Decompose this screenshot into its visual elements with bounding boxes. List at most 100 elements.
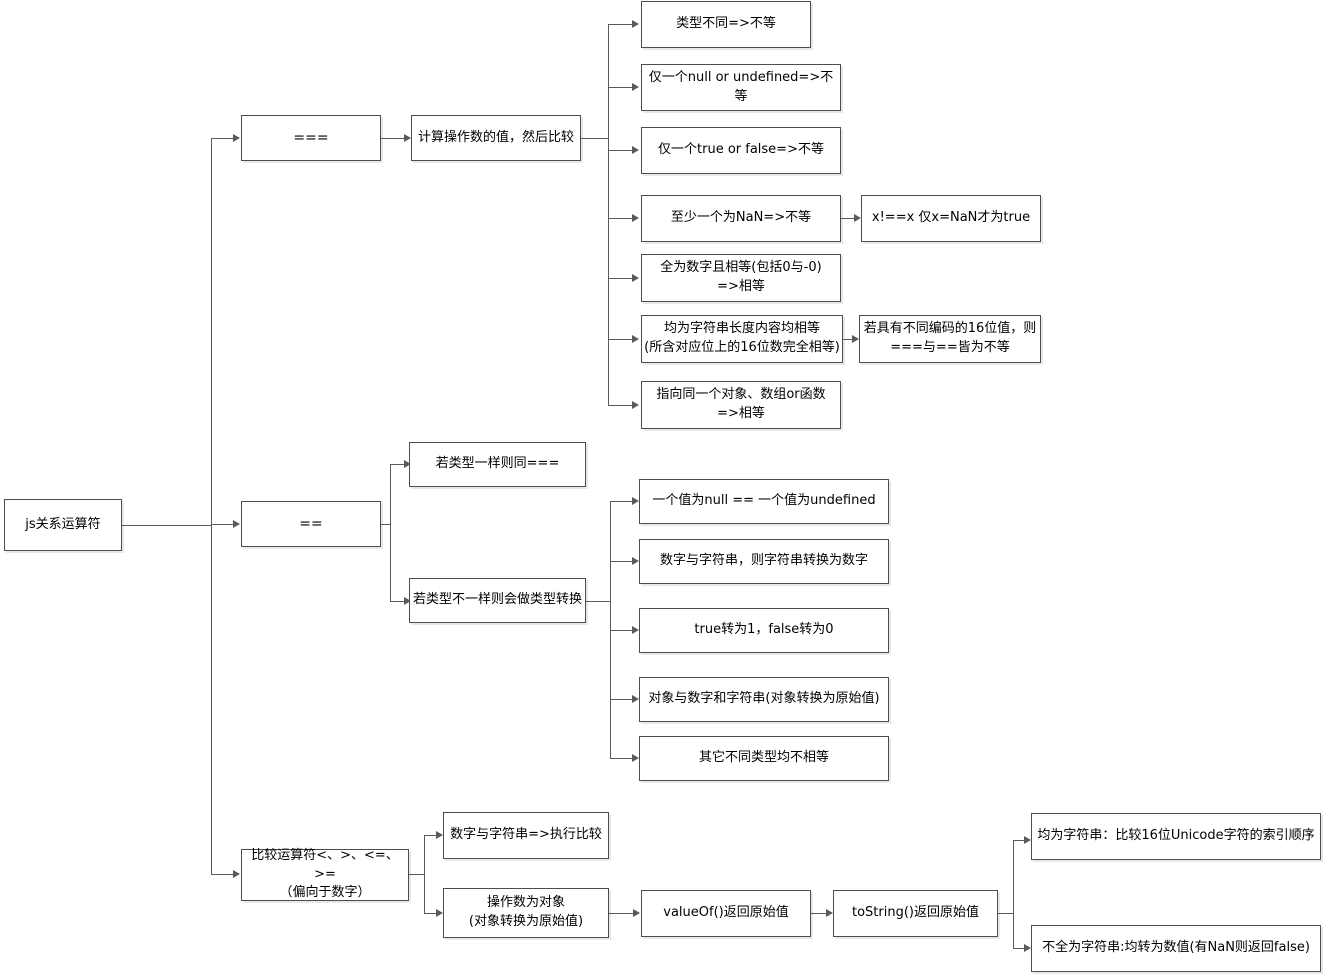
connector-tostring-to-fan xyxy=(998,913,1013,914)
arrow-conv-3 xyxy=(632,626,639,634)
connector-loose-to-fan xyxy=(381,524,390,525)
connector-trunk-to-comparison xyxy=(211,874,233,875)
connector-fan-rule-1 xyxy=(608,24,632,25)
node-conv-bool-number[interactable]: true转为1，false转为0 xyxy=(639,608,889,653)
node-rule-strings-equal[interactable]: 均为字符串长度内容均相等 (所含对应位上的16位数完全相等) xyxy=(641,315,843,363)
node-number-string-compare[interactable]: 数字与字符串=>执行比较 xyxy=(443,812,609,859)
node-conv-bool-number-label: true转为1，false转为0 xyxy=(694,622,834,638)
arrow-conv-5 xyxy=(632,754,639,762)
node-value-of-label: valueOf()返回原始值 xyxy=(663,905,789,921)
node-rule-type-diff-label: 类型不同=>不等 xyxy=(676,16,776,32)
connector-nan-to-note xyxy=(841,218,854,219)
connector-main-trunk xyxy=(211,138,212,875)
connector-fan-rule-5 xyxy=(608,278,632,279)
connector-fan-rule-7 xyxy=(608,405,632,406)
node-conv-number-string[interactable]: 数字与字符串，则字符串转换为数字 xyxy=(639,539,889,584)
node-number-string-compare-label: 数字与字符串=>执行比较 xyxy=(450,827,602,843)
node-comparison-operators[interactable]: 比较运算符<、>、<=、>= （偏向于数字） xyxy=(241,847,409,901)
arrow-rule-4 xyxy=(632,214,639,222)
connector-outcomes-trunk xyxy=(1013,840,1014,948)
node-to-string[interactable]: toString()返回原始值 xyxy=(833,890,998,937)
connector-detail-to-fan xyxy=(581,138,608,139)
connector-strict-to-detail xyxy=(381,138,404,139)
arrow-diff-type xyxy=(404,597,411,605)
arrow-to-strict xyxy=(233,134,240,142)
connector-fan-outcome-2 xyxy=(1013,948,1024,949)
arrow-outcome-1 xyxy=(1024,836,1031,844)
connector-fan-conv-5 xyxy=(610,758,632,759)
node-note-encoding[interactable]: 若具有不同编码的16位值，则 ===与==皆为不等 xyxy=(859,315,1041,363)
node-conv-other-types[interactable]: 其它不同类型均不相等 xyxy=(639,736,889,781)
node-conv-null-undefined[interactable]: 一个值为null == 一个值为undefined xyxy=(639,479,889,524)
connector-fan-rule-2 xyxy=(608,87,632,88)
arrow-cmp-1 xyxy=(436,831,443,839)
connector-object-to-valueof xyxy=(609,913,633,914)
connector-comparison-to-fan xyxy=(409,874,424,875)
arrow-rule-5 xyxy=(632,274,639,282)
connector-fan-same-type xyxy=(390,464,404,465)
node-outcome-all-strings[interactable]: 均为字符串：比较16位Unicode字符的索引顺序 xyxy=(1031,813,1321,860)
node-rule-type-diff[interactable]: 类型不同=>不等 xyxy=(641,1,811,48)
node-conv-object-primitive-label: 对象与数字和字符串(对象转换为原始值) xyxy=(648,691,880,707)
node-loose-equals[interactable]: == xyxy=(241,501,381,547)
node-rule-at-least-one-nan-label: 至少一个为NaN=>不等 xyxy=(670,210,812,226)
node-to-string-label: toString()返回原始值 xyxy=(852,905,979,921)
node-rule-only-one-true-false[interactable]: 仅一个true or false=>不等 xyxy=(641,127,841,174)
connector-trunk-to-strict xyxy=(211,138,233,139)
node-conv-other-types-label: 其它不同类型均不相等 xyxy=(698,750,829,766)
node-conv-object-primitive[interactable]: 对象与数字和字符串(对象转换为原始值) xyxy=(639,677,889,722)
node-same-type[interactable]: 若类型一样则同=== xyxy=(409,442,586,487)
node-rule-same-reference[interactable]: 指向同一个对象、数组or函数 =>相等 xyxy=(641,381,841,429)
connector-fan-rule-3 xyxy=(608,150,632,151)
arrow-same-type xyxy=(404,460,411,468)
connector-fan-diff-type xyxy=(390,601,404,602)
arrow-rule-2 xyxy=(632,83,639,91)
node-rule-only-one-null-undefined[interactable]: 仅一个null or undefined=>不等 xyxy=(641,64,841,111)
node-strict-detail[interactable]: 计算操作数的值，然后比较 xyxy=(411,115,581,161)
node-rule-same-reference-label: 指向同一个对象、数组or函数 =>相等 xyxy=(656,387,826,421)
node-diff-type[interactable]: 若类型不一样则会做类型转换 xyxy=(409,578,586,623)
connector-fan-rule-6 xyxy=(608,339,632,340)
node-loose-equals-label: == xyxy=(299,515,323,532)
connector-fan-conv-1 xyxy=(610,501,632,502)
node-note-encoding-label: 若具有不同编码的16位值，则 ===与==皆为不等 xyxy=(863,321,1037,355)
connector-fan-rule-4 xyxy=(608,218,632,219)
node-conv-null-undefined-label: 一个值为null == 一个值为undefined xyxy=(652,493,876,509)
connector-fan-cmp-1 xyxy=(424,835,436,836)
node-rule-all-numbers-equal-label: 全为数字且相等(包括0与-0) =>相等 xyxy=(660,260,822,294)
arrow-cmp-2 xyxy=(436,909,443,917)
arrow-conv-1 xyxy=(632,497,639,505)
node-strict-equals-label: === xyxy=(293,129,329,146)
arrow-nan-to-note xyxy=(854,214,861,222)
node-root[interactable]: js关系运算符 xyxy=(4,499,122,551)
node-operand-object[interactable]: 操作数为对象 (对象转换为原始值) xyxy=(443,888,609,938)
arrow-rule-7 xyxy=(632,401,639,409)
node-rule-only-one-null-undefined-label: 仅一个null or undefined=>不等 xyxy=(648,69,834,104)
node-rule-at-least-one-nan[interactable]: 至少一个为NaN=>不等 xyxy=(641,195,841,242)
node-note-nan[interactable]: x!==x 仅x=NaN才为true xyxy=(861,195,1041,242)
node-outcome-not-all-strings-label: 不全为字符串:均转为数值(有NaN则返回false) xyxy=(1042,940,1310,956)
connector-diff-to-fan xyxy=(586,601,610,602)
connector-root-to-trunk xyxy=(122,525,211,526)
connector-fan-conv-2 xyxy=(610,561,632,562)
connector-strict-rules-trunk xyxy=(608,24,609,405)
connector-valueof-to-tostring xyxy=(811,913,826,914)
node-outcome-not-all-strings[interactable]: 不全为字符串:均转为数值(有NaN则返回false) xyxy=(1031,925,1321,972)
arrow-strict-to-detail xyxy=(404,134,411,142)
node-rule-all-numbers-equal[interactable]: 全为数字且相等(包括0与-0) =>相等 xyxy=(641,254,841,302)
connector-strings-to-note xyxy=(843,339,854,340)
node-value-of[interactable]: valueOf()返回原始值 xyxy=(641,890,811,937)
node-same-type-label: 若类型一样则同=== xyxy=(435,456,560,472)
node-comparison-operators-label: 比较运算符<、>、<=、>= （偏向于数字） xyxy=(251,847,399,901)
arrow-to-loose xyxy=(233,520,240,528)
node-strict-equals[interactable]: === xyxy=(241,115,381,161)
connector-trunk-to-loose xyxy=(211,524,233,525)
arrow-conv-2 xyxy=(632,557,639,565)
connector-comparison-children-trunk xyxy=(424,835,425,913)
arrow-conv-4 xyxy=(632,695,639,703)
node-rule-strings-equal-label: 均为字符串长度内容均相等 (所含对应位上的16位数完全相等) xyxy=(644,321,840,355)
connector-fan-outcome-1 xyxy=(1013,840,1024,841)
arrow-rule-1 xyxy=(632,20,639,28)
arrow-rule-6 xyxy=(632,335,639,343)
